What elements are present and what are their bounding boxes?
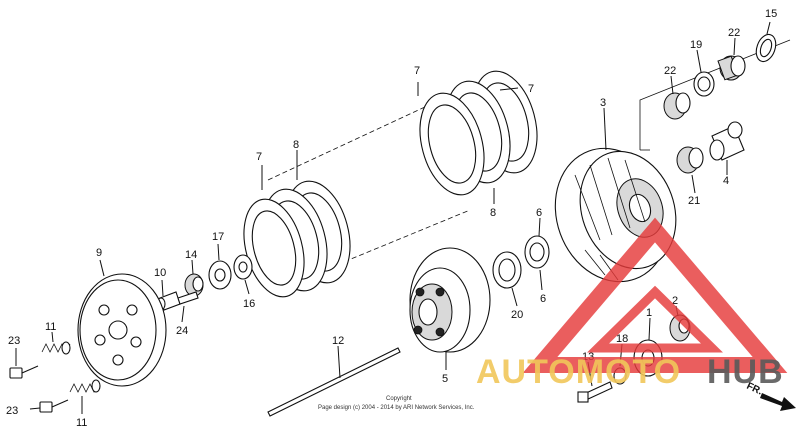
label-12: 12 bbox=[332, 335, 344, 347]
label-2: 2 bbox=[672, 295, 678, 307]
label-24: 24 bbox=[176, 325, 188, 337]
part-14-bearing bbox=[184, 259, 204, 297]
label-15: 15 bbox=[765, 8, 777, 20]
label-9: 9 bbox=[96, 247, 102, 259]
label-19: 19 bbox=[690, 39, 702, 51]
label-11a: 11 bbox=[45, 321, 56, 333]
part-5-clutch-center bbox=[409, 247, 491, 370]
part-4-collar bbox=[709, 121, 745, 175]
label-17: 17 bbox=[212, 231, 224, 243]
label-16: 16 bbox=[243, 298, 255, 310]
part-11-spring-upper bbox=[41, 331, 71, 355]
label-22a: 22 bbox=[728, 27, 740, 39]
label-21: 21 bbox=[688, 195, 700, 207]
label-10: 10 bbox=[154, 267, 166, 279]
label-18: 18 bbox=[616, 333, 628, 345]
watermark-text-hub: HUB bbox=[707, 353, 784, 391]
label-3: 3 bbox=[600, 97, 606, 109]
part-22-needle-bearing-lower bbox=[663, 75, 691, 120]
watermark-triangle-inner-icon bbox=[586, 285, 724, 353]
label-22b: 22 bbox=[664, 65, 676, 77]
copyright-line2: Page design (c) 2004 - 2014 by ARI Netwo… bbox=[318, 405, 475, 411]
part-11-spring-lower bbox=[69, 379, 101, 414]
watermark-logo: AUTOMOTO HUB bbox=[476, 217, 788, 391]
label-23a: 23 bbox=[8, 335, 20, 347]
part-23-bolt-upper bbox=[9, 348, 39, 379]
part-12-push-rod bbox=[267, 345, 401, 417]
label-7c: 7 bbox=[256, 151, 262, 163]
part-21-needle-bearing bbox=[676, 146, 704, 194]
label-7a: 7 bbox=[414, 65, 420, 77]
part-22-needle-bearing-upper bbox=[717, 37, 746, 81]
label-8b: 8 bbox=[490, 207, 496, 219]
part-20-plate bbox=[492, 251, 522, 307]
part-23-bolt-lower bbox=[29, 399, 69, 413]
plate-stack-right bbox=[417, 70, 538, 204]
label-7b: 7 bbox=[528, 83, 534, 95]
label-8a: 8 bbox=[293, 139, 299, 151]
plate-stack-left bbox=[243, 150, 351, 298]
label-5: 5 bbox=[442, 373, 448, 385]
label-11b: 11 bbox=[76, 417, 87, 429]
part-17-spring-plate bbox=[208, 243, 232, 290]
part-labels: 15 19 22 22 3 21 4 7 7 7 8 8 6 6 20 17 1… bbox=[6, 8, 777, 429]
copyright-line1: Copyright bbox=[386, 396, 412, 402]
label-23b: 23 bbox=[6, 405, 18, 417]
part-9-pressure-plate bbox=[77, 259, 167, 387]
front-arrow-icon bbox=[760, 393, 796, 411]
part-16-washer bbox=[233, 254, 253, 295]
copyright-notice: Copyright Page design (c) 2004 - 2014 by… bbox=[318, 396, 475, 411]
label-1: 1 bbox=[646, 307, 652, 319]
part-24-bolt bbox=[177, 291, 199, 323]
label-6b: 6 bbox=[540, 293, 546, 305]
label-14: 14 bbox=[185, 249, 197, 261]
label-20: 20 bbox=[511, 309, 523, 321]
watermark-triangle-outer-icon bbox=[522, 217, 788, 373]
part-19-washer bbox=[693, 49, 715, 97]
watermark-text-automoto: AUTOMOTO bbox=[476, 353, 681, 391]
part-6-thrust-washer bbox=[524, 217, 550, 291]
dashed-alignment-line bbox=[267, 99, 471, 281]
label-6a: 6 bbox=[536, 207, 542, 219]
part-15-oil-seal bbox=[755, 21, 777, 63]
label-4: 4 bbox=[723, 175, 729, 187]
